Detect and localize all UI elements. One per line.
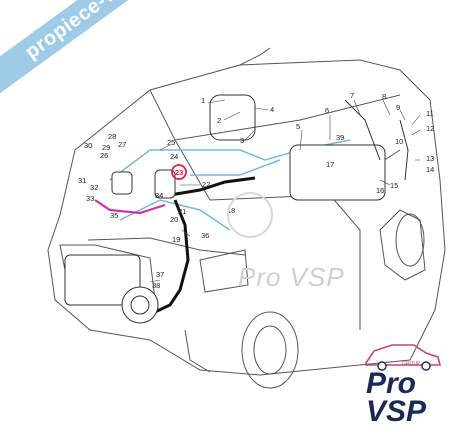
callout-17: 17 — [326, 160, 334, 169]
callout-31: 31 — [78, 176, 86, 185]
callout-20: 20 — [170, 215, 178, 224]
callout-27: 27 — [118, 140, 126, 149]
callout-5: 5 — [296, 122, 300, 131]
callout-37: 37 — [156, 270, 164, 279]
callout-12: 12 — [426, 124, 434, 133]
receiver-drier-right — [154, 169, 176, 199]
callout-3: 3 — [240, 136, 244, 145]
callout-38: 38 — [152, 281, 160, 290]
leader-lines — [149, 99, 421, 283]
callout-33: 33 — [86, 194, 94, 203]
callout-8: 8 — [382, 92, 386, 101]
callout-2: 2 — [217, 116, 221, 125]
callout-19: 19 — [172, 235, 180, 244]
callout-9: 9 — [396, 103, 400, 112]
callout-10: 10 — [395, 137, 403, 146]
callout-6: 6 — [325, 106, 329, 115]
filler-hose — [344, 99, 381, 161]
callout-35: 35 — [110, 211, 118, 220]
fuel-tank — [289, 144, 386, 201]
callout-4: 4 — [270, 105, 274, 114]
components — [64, 94, 409, 324]
logo-word-vsp: VSP — [366, 395, 427, 428]
callout-34: 34 — [155, 191, 163, 200]
callout-11: 11 — [426, 109, 434, 118]
callout-13: 13 — [426, 154, 434, 163]
highlighted-pipe — [94, 199, 166, 215]
logo-word-pro: Pro — [366, 367, 417, 400]
watermark-circle — [227, 192, 273, 238]
callout-32: 32 — [90, 183, 98, 192]
callout-23-highlight-ring — [171, 164, 187, 180]
logo-group-text: GROUP — [402, 361, 421, 367]
callout-15: 15 — [390, 181, 398, 190]
watermark-brand-text: Pro VSP — [238, 262, 345, 292]
callout-26: 26 — [100, 151, 108, 160]
callout-23: 23 — [175, 168, 183, 177]
callout-numbers: 1 2 3 4 5 6 7 8 9 10 11 12 13 14 15 16 1… — [78, 91, 434, 290]
callout-7: 7 — [350, 91, 354, 100]
ac-hose-black — [154, 176, 256, 314]
callout-28: 28 — [108, 132, 116, 141]
callout-39: 39 — [336, 133, 344, 142]
callout-21: 21 — [178, 207, 186, 216]
bracket-right — [399, 119, 409, 181]
callout-1: 1 — [201, 96, 205, 105]
callout-14: 14 — [426, 165, 434, 174]
callout-29: 29 — [102, 143, 110, 152]
receiver-drier-left — [111, 171, 133, 195]
engine-block — [64, 254, 141, 306]
filler-neck — [209, 94, 256, 141]
callout-25: 25 — [167, 138, 175, 147]
car-silhouette-icon — [365, 344, 442, 371]
callout-18: 18 — [227, 206, 235, 215]
callout-36: 36 — [201, 231, 209, 240]
callout-24: 24 — [170, 152, 178, 161]
callout-30: 30 — [84, 141, 92, 150]
callout-16: 16 — [376, 186, 384, 195]
callout-22: 22 — [202, 180, 210, 189]
provsp-logo: GROUP Pro VSP — [352, 335, 457, 430]
